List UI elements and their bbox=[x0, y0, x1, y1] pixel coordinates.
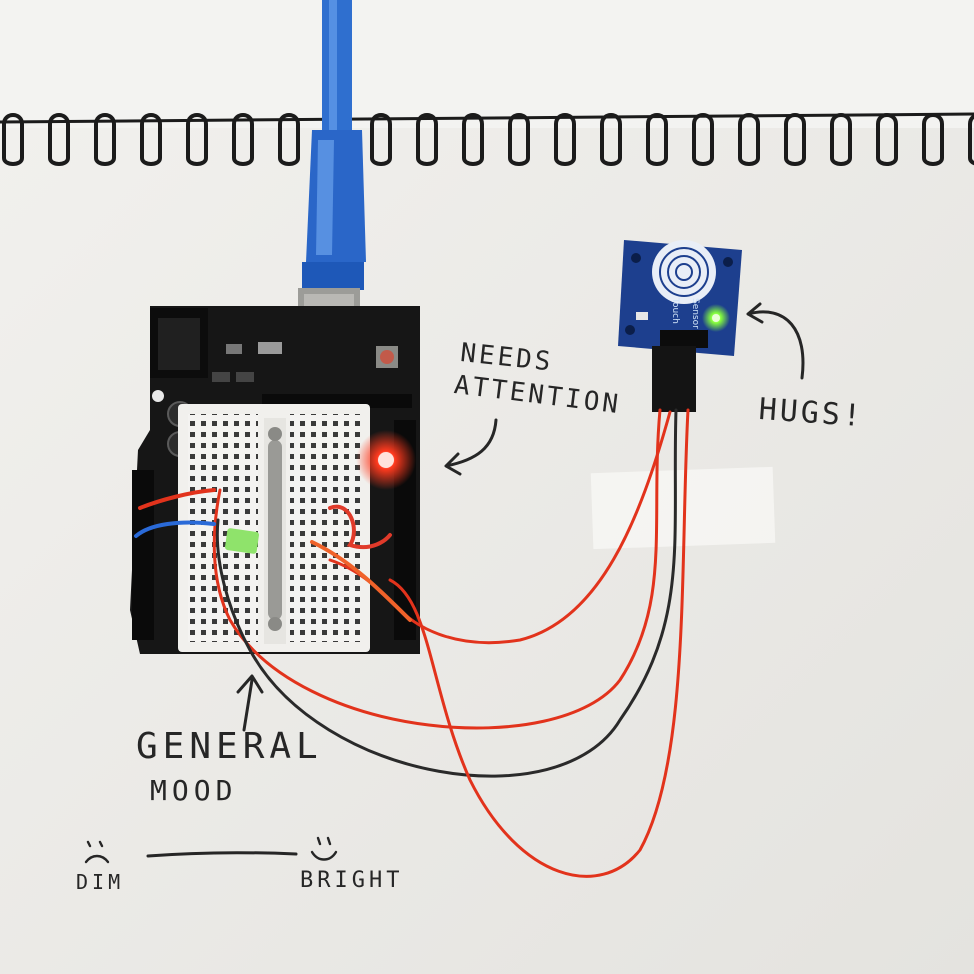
general-mood-label-line1: GENERAL bbox=[136, 726, 323, 767]
spiral-ring bbox=[140, 113, 162, 166]
sensor-label-sensor: Sensor bbox=[690, 298, 700, 329]
hugs-label: HUGS! bbox=[757, 392, 866, 435]
sensor-connector bbox=[652, 346, 696, 412]
red-led bbox=[378, 452, 394, 468]
spiral-ring bbox=[1, 113, 24, 166]
arrow-hugs bbox=[746, 302, 805, 380]
arrow-general-mood bbox=[236, 674, 264, 732]
spiral-binding bbox=[0, 112, 974, 166]
mood-scale-line bbox=[146, 851, 298, 858]
scale-high-label: BRIGHT bbox=[300, 868, 404, 893]
spiral-ring bbox=[462, 113, 484, 166]
spiral-ring bbox=[48, 113, 70, 166]
spiral-ring bbox=[968, 114, 974, 166]
spiral-ring bbox=[508, 113, 530, 166]
spiral-ring bbox=[370, 113, 392, 166]
spiral-ring bbox=[922, 113, 944, 166]
red-jumper-left bbox=[138, 488, 216, 510]
spiral-ring bbox=[94, 113, 116, 166]
black-wire bbox=[215, 408, 678, 778]
orange-wire bbox=[310, 540, 412, 622]
green-led bbox=[712, 314, 720, 322]
spiral-ring bbox=[186, 113, 208, 166]
general-mood-label-line2: MOOD bbox=[150, 774, 238, 807]
spiral-ring bbox=[232, 113, 254, 166]
spiral-wire bbox=[0, 112, 974, 124]
sensor-label-touch: Touch bbox=[670, 298, 680, 324]
happy-face-icon bbox=[310, 836, 338, 861]
tape-strip bbox=[590, 466, 776, 550]
arrow-needs-attention bbox=[444, 418, 498, 476]
spiral-ring bbox=[416, 113, 438, 166]
scale-low-label: DIM bbox=[76, 870, 125, 894]
touch-sensor-board bbox=[618, 240, 742, 356]
blue-jumper bbox=[134, 520, 216, 538]
red-jumper-top bbox=[328, 504, 392, 550]
green-component bbox=[225, 528, 259, 554]
red-wire-1 bbox=[212, 408, 662, 730]
mini-breadboard bbox=[178, 404, 370, 652]
pencil-arrows bbox=[146, 302, 805, 858]
paper-top-strip bbox=[0, 0, 974, 128]
jumper-wires bbox=[134, 408, 690, 878]
sad-face-icon bbox=[84, 840, 110, 864]
red-wire-2 bbox=[388, 408, 690, 878]
spiral-ring bbox=[278, 113, 300, 166]
